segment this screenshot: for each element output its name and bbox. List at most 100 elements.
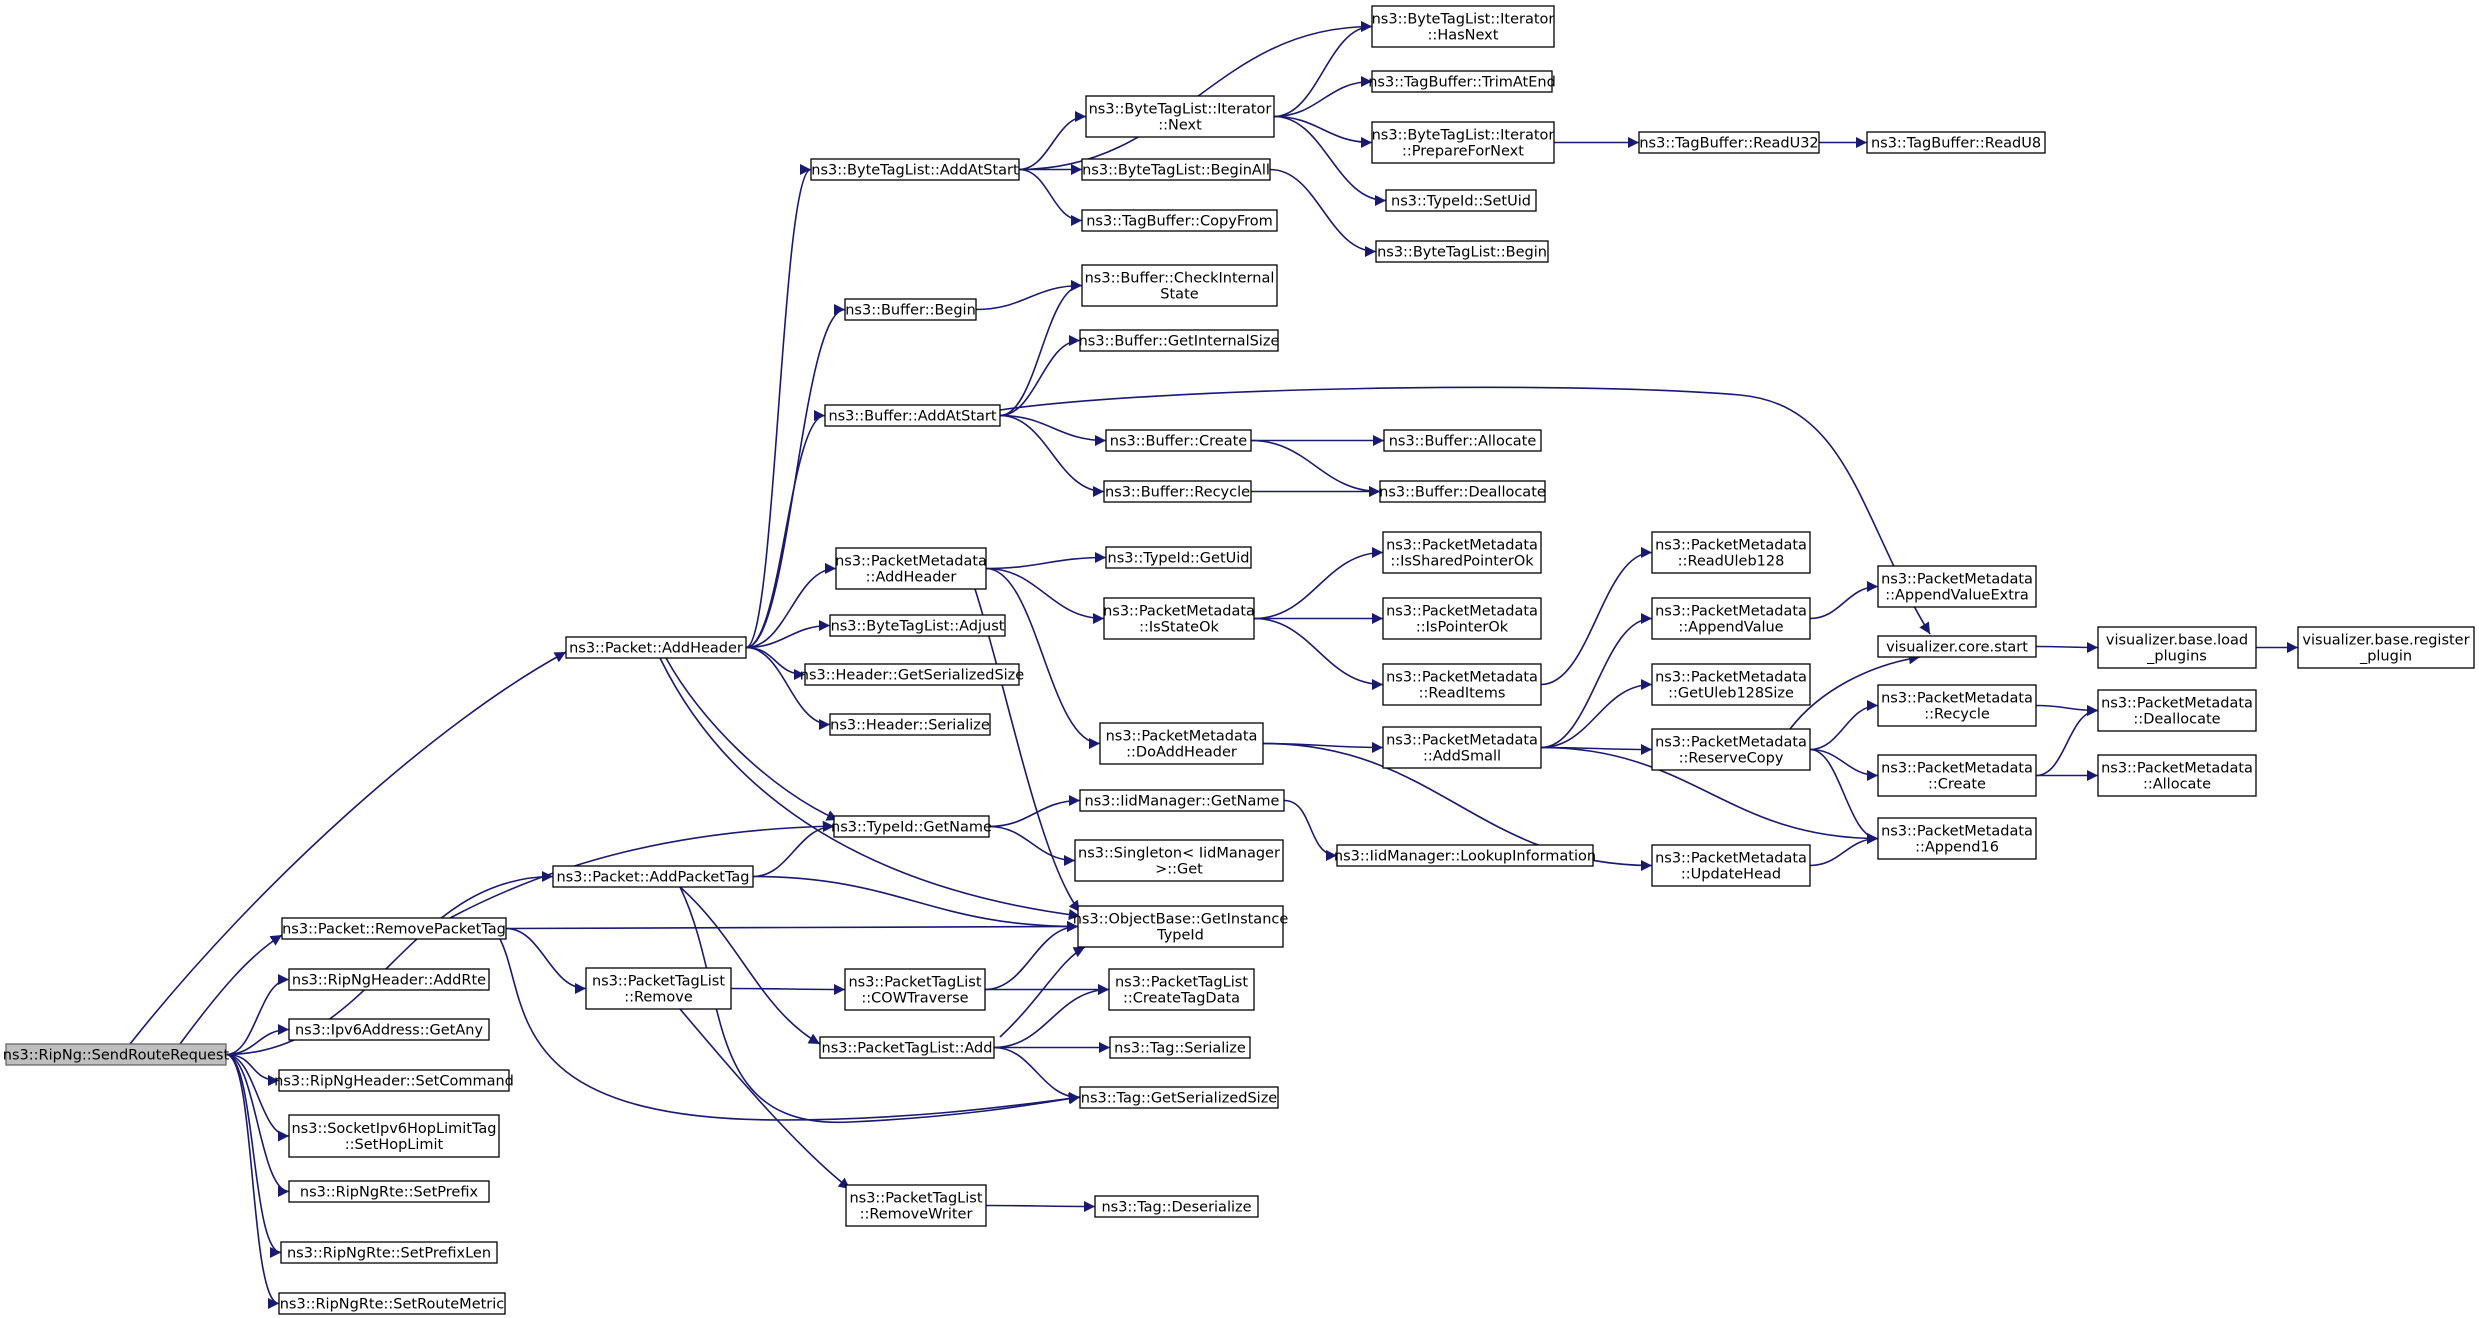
node-tbTrimAtEnd[interactable]: ns3::TagBuffer::TrimAtEnd — [1368, 70, 1556, 93]
node-pmAddHeader[interactable]: ns3::PacketMetadata::AddHeader — [835, 547, 987, 590]
node-ptlCreateTagData[interactable]: ns3::PacketTagList::CreateTagData — [1108, 968, 1255, 1011]
node-typeGetName[interactable]: ns3::TypeId::GetName — [831, 815, 992, 838]
node-setRouteMetric[interactable]: ns3::RipNgRte::SetRouteMetric — [278, 1292, 506, 1315]
node-ptlCow[interactable]: ns3::PacketTagList::COWTraverse — [844, 968, 986, 1011]
node-iidLookup[interactable]: ns3::IidManager::LookupInformation — [1334, 844, 1596, 867]
node-pmReserveCopy[interactable]: ns3::PacketMetadata::ReserveCopy — [1651, 728, 1811, 771]
node-bltBegin[interactable]: ns3::ByteTagList::Begin — [1375, 240, 1549, 263]
node-box — [585, 967, 732, 1010]
node-pmAppend16[interactable]: ns3::PacketMetadata::Append16 — [1877, 817, 2037, 860]
node-box — [829, 713, 991, 736]
node-tbCopyFrom[interactable]: ns3::TagBuffer::CopyFrom — [1081, 209, 1278, 232]
node-pmAppendValue[interactable]: ns3::PacketMetadata::AppendValue — [1651, 597, 1811, 640]
node-addRte[interactable]: ns3::RipNgHeader::AddRte — [288, 968, 490, 991]
node-itNext[interactable]: ns3::ByteTagList::Iterator::Next — [1085, 95, 1275, 138]
node-pmIsSharedPointerOk[interactable]: ns3::PacketMetadata::IsSharedPointerOk — [1382, 531, 1542, 574]
edge-ptlRemove-to-ptlCow — [730, 983, 846, 996]
node-pmDeallocate[interactable]: ns3::PacketMetadata::Deallocate — [2097, 689, 2257, 732]
node-pmIsPointerOk[interactable]: ns3::PacketMetadata::IsPointerOk — [1382, 597, 1542, 640]
node-setPrefixLen[interactable]: ns3::RipNgRte::SetPrefixLen — [280, 1241, 498, 1264]
node-label: ns3::Buffer::CheckInternal — [1085, 271, 1275, 287]
node-label: ns3::Buffer::GetInternalSize — [1079, 334, 1280, 350]
edge-pmRecycle-to-pmDeallocate — [2035, 704, 2099, 717]
node-ptlRemove[interactable]: ns3::PacketTagList::Remove — [585, 967, 732, 1010]
node-vizRegisterPlugin[interactable]: visualizer.base.register_plugin — [2297, 626, 2475, 669]
node-bufDeallocate[interactable]: ns3::Buffer::Deallocate — [1379, 480, 1546, 503]
node-addHeader[interactable]: ns3::Packet::AddHeader — [565, 636, 747, 659]
node-pmAddSmall[interactable]: ns3::PacketMetadata::AddSmall — [1382, 726, 1542, 769]
node-addPacketTag[interactable]: ns3::Packet::AddPacketTag — [552, 865, 754, 888]
node-typeSetUid[interactable]: ns3::TypeId::SetUid — [1385, 189, 1537, 212]
node-box — [1651, 844, 1811, 887]
node-setPrefix[interactable]: ns3::RipNgRte::SetPrefix — [288, 1180, 490, 1203]
edge-pmReserveCopy-to-vizCoreStart — [1789, 653, 1921, 730]
node-tbReadU32[interactable]: ns3::TagBuffer::ReadU32 — [1638, 131, 1820, 154]
node-box — [280, 1241, 498, 1264]
node-label: visualizer.core.start — [1886, 640, 2028, 656]
node-pmIsStateOk[interactable]: ns3::PacketMetadata::IsStateOk — [1103, 597, 1255, 640]
node-itPrepareForNext[interactable]: ns3::ByteTagList::Iterator::PrepareForNe… — [1371, 121, 1555, 164]
edge-bufCreate-to-bufDeallocate — [1250, 439, 1381, 498]
node-bltBeginAll[interactable]: ns3::ByteTagList::BeginAll — [1081, 158, 1271, 181]
node-bufAddAtStart[interactable]: ns3::Buffer::AddAtStart — [824, 404, 1001, 427]
node-box — [824, 404, 1001, 427]
node-label: ns3::TagBuffer::ReadU8 — [1871, 136, 2041, 152]
node-box — [288, 1018, 490, 1041]
edge-send-to-setRouteMetric — [225, 1053, 280, 1310]
edge-send-to-removePacketTag — [179, 934, 283, 1045]
node-bltAdjust[interactable]: ns3::ByteTagList::Adjust — [829, 614, 1006, 637]
node-label: ns3::PacketMetadata — [1655, 851, 1807, 867]
node-box — [288, 1180, 490, 1203]
node-send[interactable]: ns3::RipNg::SendRouteRequest — [3, 1043, 230, 1066]
node-pmGetUleb128Size[interactable]: ns3::PacketMetadata::GetUleb128Size — [1651, 663, 1811, 706]
node-label: ::Next — [1158, 118, 1202, 134]
node-setHopLimit[interactable]: ns3::SocketIpv6HopLimitTag::SetHopLimit — [288, 1114, 500, 1158]
node-box — [1074, 839, 1284, 882]
node-hdrGetSerSize[interactable]: ns3::Header::GetSerializedSize — [800, 663, 1025, 686]
node-label: ns3::SocketIpv6HopLimitTag — [291, 1121, 496, 1137]
node-pmAppendValueExtra[interactable]: ns3::PacketMetadata::AppendValueExtra — [1877, 565, 2037, 608]
node-singletonGet[interactable]: ns3::Singleton< IidManager >::Get — [1074, 839, 1284, 882]
edge-addPacketTag-to-ptlAdd — [679, 886, 821, 1045]
node-box — [1081, 264, 1278, 307]
node-box — [1651, 728, 1811, 771]
node-pmAllocate[interactable]: ns3::PacketMetadata::Allocate — [2097, 754, 2257, 797]
node-removePacketTag[interactable]: ns3::Packet::RemovePacketTag — [281, 917, 507, 940]
node-pmReadUleb128[interactable]: ns3::PacketMetadata::ReadUleb128 — [1651, 531, 1811, 574]
node-bufRecycle[interactable]: ns3::Buffer::Recycle — [1103, 480, 1252, 503]
node-pmCreate[interactable]: ns3::PacketMetadata::Create — [1877, 754, 2037, 797]
node-bufAllocate[interactable]: ns3::Buffer::Allocate — [1383, 429, 1542, 452]
node-label: ns3::TypeId::GetUid — [1108, 551, 1250, 567]
node-label: ns3::RipNg::SendRouteRequest — [3, 1048, 230, 1064]
node-box — [844, 968, 986, 1011]
node-ptlAdd[interactable]: ns3::PacketTagList::Add — [819, 1036, 995, 1059]
node-vizLoadPlugins[interactable]: visualizer.base.load_plugins — [2097, 626, 2257, 669]
node-label: ns3::Tag::Serialize — [1114, 1041, 1246, 1057]
node-tbReadU8[interactable]: ns3::TagBuffer::ReadU8 — [1866, 131, 2046, 154]
node-iidGetName[interactable]: ns3::IidManager::GetName — [1079, 789, 1285, 812]
node-pmReadItems[interactable]: ns3::PacketMetadata::ReadItems — [1382, 663, 1542, 706]
node-hdrSerialize[interactable]: ns3::Header::Serialize — [829, 713, 991, 736]
node-label: ::CreateTagData — [1123, 991, 1240, 1007]
node-bufBegin[interactable]: ns3::Buffer::Begin — [844, 298, 977, 321]
node-vizCoreStart[interactable]: visualizer.core.start — [1877, 635, 2037, 658]
node-label: visualizer.base.load — [2106, 633, 2248, 649]
node-itHasNext[interactable]: ns3::ByteTagList::Iterator::HasNext — [1371, 5, 1555, 48]
node-bltAddAtStart[interactable]: ns3::ByteTagList::AddAtStart — [810, 158, 1020, 181]
node-tagSerialize[interactable]: ns3::Tag::Serialize — [1109, 1036, 1251, 1059]
node-bufCreate[interactable]: ns3::Buffer::Create — [1105, 429, 1252, 452]
node-bufGetInternalSize[interactable]: ns3::Buffer::GetInternalSize — [1079, 329, 1280, 352]
node-label: ns3::RipNgHeader::AddRte — [292, 973, 486, 989]
node-pmRecycle[interactable]: ns3::PacketMetadata::Recycle — [1877, 684, 2037, 727]
node-pmUpdateHead[interactable]: ns3::PacketMetadata::UpdateHead — [1651, 844, 1811, 887]
node-box — [1371, 5, 1555, 48]
node-pmDoAddHeader[interactable]: ns3::PacketMetadata::DoAddHeader — [1099, 722, 1264, 765]
node-ptlRemoveWriter[interactable]: ns3::PacketTagList::RemoveWriter — [845, 1184, 987, 1227]
node-getAny[interactable]: ns3::Ipv6Address::GetAny — [288, 1018, 490, 1041]
node-typeGetUid[interactable]: ns3::TypeId::GetUid — [1105, 546, 1252, 569]
node-setCommand[interactable]: ns3::RipNgHeader::SetCommand — [274, 1069, 514, 1092]
node-tagDeserialize[interactable]: ns3::Tag::Deserialize — [1094, 1195, 1259, 1218]
node-tagGetSerSize[interactable]: ns3::Tag::GetSerializedSize — [1079, 1086, 1279, 1109]
